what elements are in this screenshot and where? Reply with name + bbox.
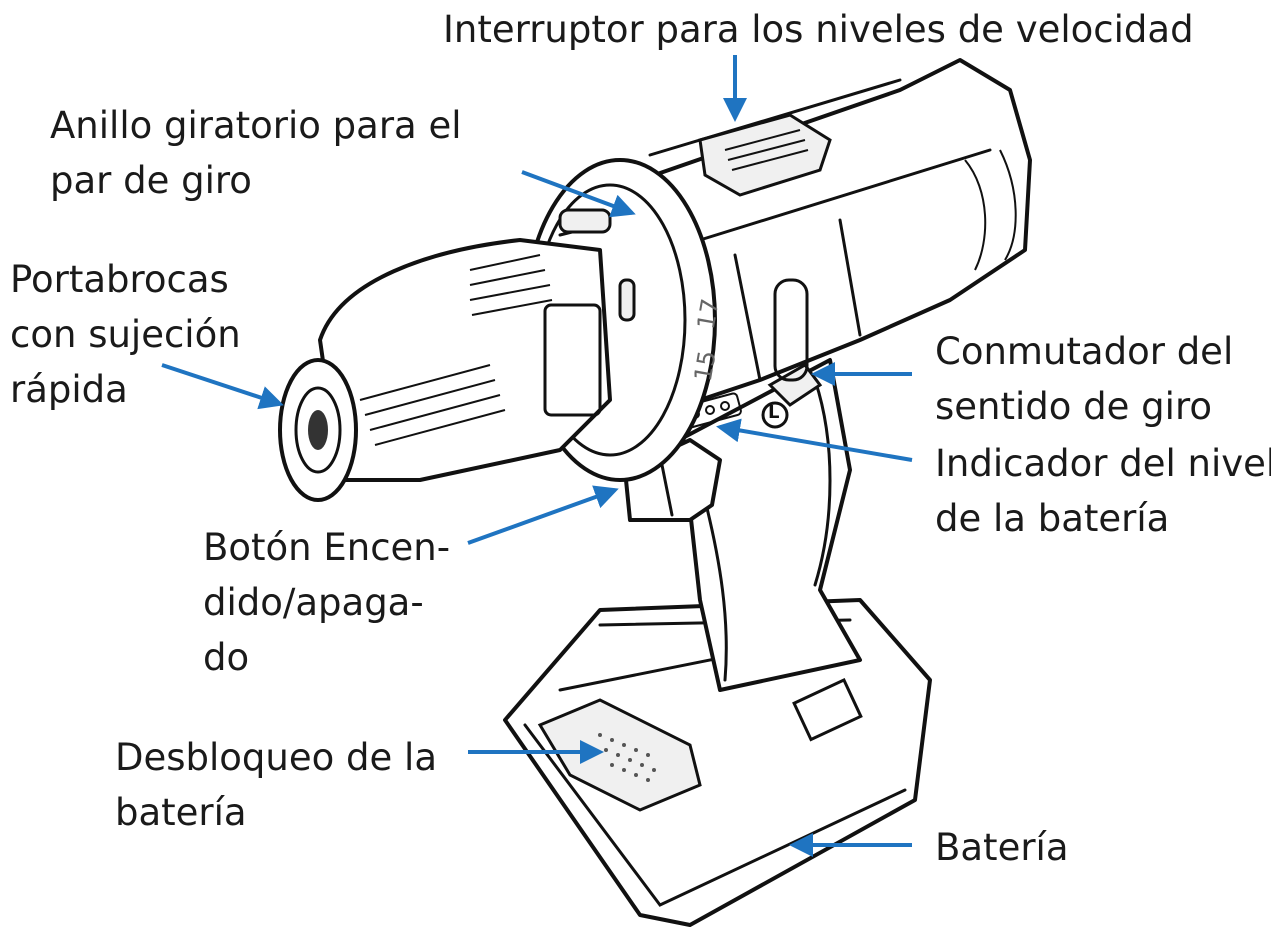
chuck — [318, 238, 612, 482]
label-direction-switch: Conmutador del sentido de giro — [935, 330, 1234, 428]
dial-mark-15: 15 — [688, 348, 722, 384]
chuck-nose — [278, 358, 358, 502]
leader-arrows — [161, 55, 913, 857]
speed-switch — [698, 113, 832, 197]
label-battery-indicator: Indicador del nivel de la batería — [935, 442, 1271, 540]
label-power-button: Botón Encen- dido/apaga- do — [203, 526, 451, 679]
battery-release-button — [537, 698, 702, 812]
dial-mark-17: 17 — [691, 296, 725, 332]
label-speed-switch: Interruptor para los niveles de velocida… — [443, 8, 1194, 51]
direction-mark-l: L — [768, 402, 780, 423]
body-vent — [773, 278, 809, 382]
label-chuck: Portabrocas con sujeción rápida — [10, 258, 241, 411]
label-torque-ring: Anillo giratorio para el par de giro — [50, 104, 462, 202]
label-battery: Batería — [935, 826, 1069, 869]
label-battery-release: Desbloqueo de la batería — [115, 736, 437, 834]
